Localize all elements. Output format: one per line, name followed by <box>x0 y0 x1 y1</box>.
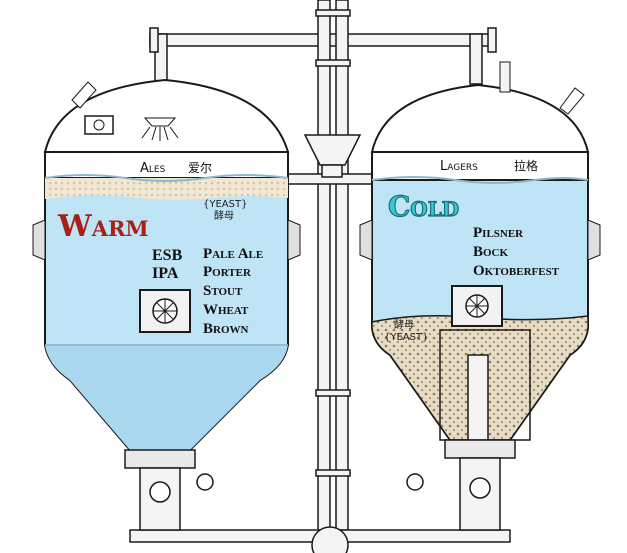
ales-temperature-label: Warm <box>57 209 149 244</box>
ales-yeast-label-cn: 酵母 <box>214 210 234 222</box>
ales-style: Brown <box>203 321 249 337</box>
lagers-temperature-label: Cold <box>388 190 459 223</box>
ales-style: Pale Ale <box>203 246 263 262</box>
lagers-drain-valve <box>469 477 491 499</box>
ales-top-hatch <box>84 115 114 135</box>
piping <box>129 0 511 553</box>
ales-drain-valve <box>149 481 171 503</box>
spray-ball-icon <box>143 117 177 127</box>
central-vertical-pipe <box>317 0 331 531</box>
flange <box>149 27 159 53</box>
spray-jets <box>141 126 179 141</box>
lagers-side-valve <box>406 473 424 491</box>
wheel-spokes <box>153 299 177 323</box>
ales-cone-shade <box>45 345 288 450</box>
lagers-heading: Lagers <box>440 159 478 174</box>
ales-outlet-collar <box>124 449 196 469</box>
ales-vent-arm <box>71 81 97 109</box>
wheel-spokes <box>466 295 488 317</box>
lagers-outlet-collar <box>444 439 516 459</box>
lagers-top-band <box>371 151 589 181</box>
ales-heading: Ales <box>140 161 166 176</box>
lagers-dome <box>370 83 590 153</box>
ales-tank <box>32 78 301 531</box>
lagers-vent-arm <box>559 87 585 115</box>
ales-style: ESB <box>152 247 183 264</box>
center-funnel <box>303 134 362 166</box>
ales-hatch-ring <box>93 119 105 131</box>
lagers-left-bracket <box>359 219 373 261</box>
lagers-style: Oktoberfest <box>473 263 560 279</box>
flange <box>315 9 351 17</box>
flange <box>315 469 351 477</box>
flange <box>315 59 351 67</box>
bottom-pump <box>311 526 349 553</box>
ales-style: Wheat <box>203 302 249 318</box>
ales-side-valve <box>196 473 214 491</box>
lagers-tank <box>359 61 601 531</box>
ales-style: IPA <box>152 265 179 282</box>
central-vertical-pipe-2 <box>335 0 349 531</box>
lagers-right-bracket <box>587 219 601 261</box>
lagers-yeast-label: {YEAST} <box>384 332 428 343</box>
center-valve <box>321 164 343 178</box>
ales-style: Porter <box>203 264 252 280</box>
ales-foam-layer <box>45 178 288 200</box>
ales-style: Stout <box>203 283 243 299</box>
lagers-top-nozzle <box>499 61 511 93</box>
lagers-style: Pilsner <box>473 225 524 241</box>
lagers-surface-line <box>371 176 589 184</box>
ales-yeast-label: {YEAST} <box>203 199 247 210</box>
ales-heading-cn: 爱尔 <box>188 160 212 175</box>
ales-right-bracket <box>287 219 301 261</box>
lagers-style: Bock <box>473 244 509 260</box>
lagers-yeast-label-cn: 酵母 <box>394 319 414 331</box>
flange <box>315 389 351 397</box>
ales-surface-line <box>44 174 289 182</box>
lagers-inner-pipe <box>467 354 489 441</box>
ales-top-band <box>44 151 289 179</box>
flange <box>487 27 497 53</box>
lagers-feed-pipe <box>469 33 483 85</box>
ales-left-bracket <box>32 219 46 261</box>
lagers-heading-cn: 拉格 <box>514 158 538 173</box>
